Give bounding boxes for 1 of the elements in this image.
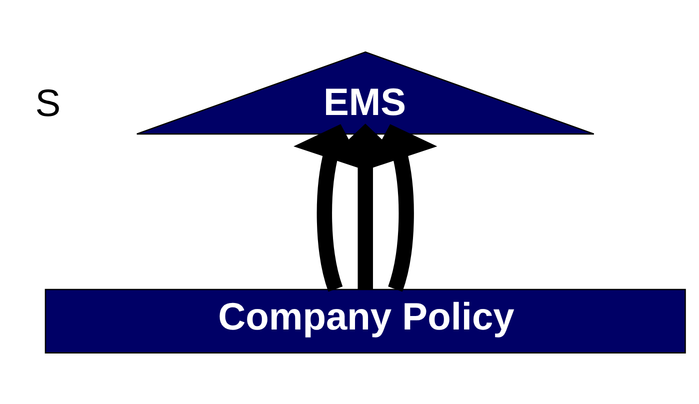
label: S bbox=[35, 82, 61, 125]
